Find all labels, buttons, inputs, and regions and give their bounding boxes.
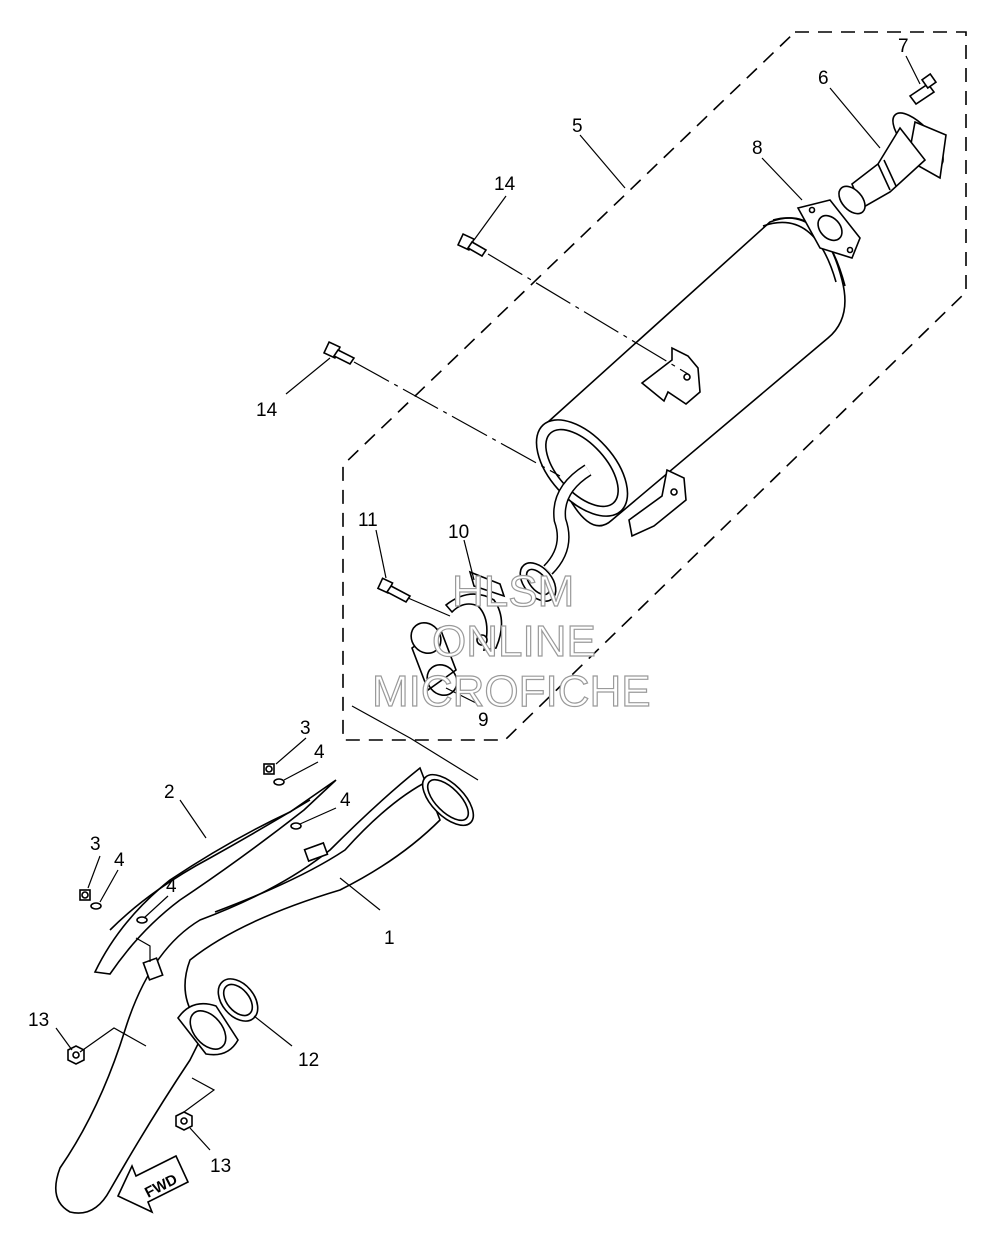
callout-14-upper: 14	[494, 174, 516, 195]
bolt-7	[908, 72, 938, 106]
nut-13-upper	[67, 1045, 85, 1065]
watermark-line2: ONLINE	[432, 617, 596, 666]
callout-4-a: 4	[314, 742, 325, 763]
callout-13-lower: 13	[210, 1156, 231, 1177]
protector	[93, 779, 337, 975]
callout-3-lower: 3	[90, 834, 101, 855]
screw-3-upper	[263, 763, 275, 775]
callout-12: 12	[298, 1050, 319, 1071]
callout-7: 7	[898, 36, 909, 57]
watermark: HLSM ONLINE MICROFICHE	[371, 566, 651, 716]
callout-10: 10	[448, 522, 469, 543]
callout-1: 1	[384, 928, 395, 949]
bolt-11	[376, 577, 412, 604]
clamp	[444, 570, 506, 651]
muffler	[519, 217, 846, 602]
bolt-14-upper	[456, 232, 488, 258]
fwd-arrow: FWD	[116, 1154, 190, 1214]
callout-2: 2	[164, 782, 175, 803]
tail-pipe	[838, 112, 947, 215]
callout-3-upper: 3	[300, 718, 311, 739]
nut-13-lower	[175, 1111, 193, 1131]
washers	[90, 778, 302, 924]
screw-3-lower	[79, 889, 91, 901]
gasket	[796, 199, 861, 259]
callout-6: 6	[818, 68, 829, 89]
muffler-assembly-boundary	[342, 31, 967, 741]
joint	[410, 621, 458, 697]
watermark-line1: HLSM	[452, 567, 574, 616]
gasket-ring	[217, 978, 259, 1022]
callout-13-upper: 13	[28, 1010, 49, 1031]
callout-4-d: 4	[166, 876, 177, 897]
exhaust-pipe	[54, 766, 475, 1214]
callout-8: 8	[752, 138, 763, 159]
watermark-line3: MICROFICHE	[372, 667, 651, 716]
callout-9: 9	[478, 710, 489, 731]
callout-4-c: 4	[114, 850, 125, 871]
callout-5: 5	[572, 116, 583, 137]
callout-4-b: 4	[340, 790, 351, 811]
leader-lines	[55, 55, 921, 1151]
bolt-14-lower	[322, 340, 356, 366]
callout-11: 11	[358, 510, 378, 531]
callout-14-lower: 14	[256, 400, 278, 421]
